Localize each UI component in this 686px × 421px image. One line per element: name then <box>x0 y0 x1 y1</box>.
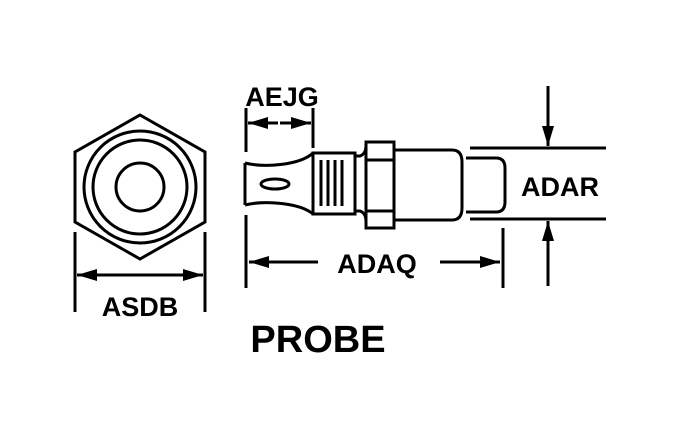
hex-end-view <box>73 113 207 261</box>
probe-side-view <box>243 140 507 230</box>
adaq-dimension <box>244 215 505 288</box>
drawing-title: PROBE <box>250 319 385 361</box>
adar-label: ADAR <box>521 172 599 202</box>
aejg-dimension <box>244 108 315 152</box>
asdb-dimension <box>73 232 207 312</box>
asdb-label: ASDB <box>102 292 179 322</box>
adar-dimension <box>470 86 606 286</box>
adaq-label: ADAQ <box>337 249 417 279</box>
aejg-label: AEJG <box>245 82 319 112</box>
